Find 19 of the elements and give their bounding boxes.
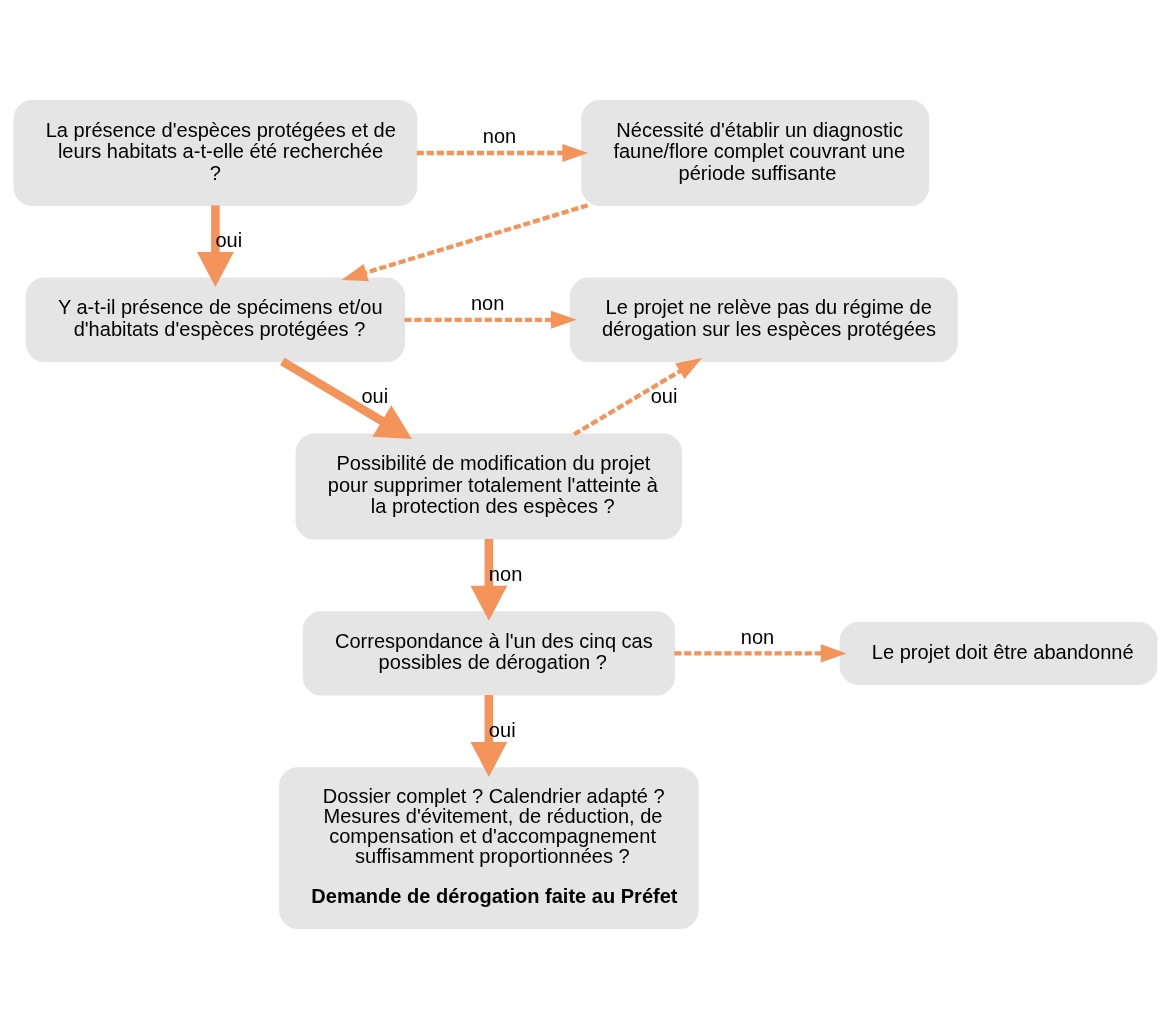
edge-label: non: [482, 124, 517, 147]
node-box: Nécessité d'établir un diagnostic faune/flore complet couvrant une période suffisante: [581, 99, 930, 206]
arrow: [573, 357, 703, 436]
node-box: Le projet doit être abandonné: [839, 621, 1158, 685]
node-box: Correspondance à l'un des cinq cas possibles de dérogation ?: [302, 610, 675, 696]
edge-label: non: [470, 291, 505, 314]
node-box: La présence d'espèces protégées et de leurs habitats a-t-elle été recherchée ?: [13, 99, 418, 206]
node-box: Possibilité de modification du projet pour supprimer totalement l'atteinte à la protection des espèces ?: [295, 433, 683, 540]
edge-label: non: [740, 625, 775, 648]
arrow: [341, 202, 589, 281]
arrow: [404, 310, 577, 329]
arrow: [280, 357, 412, 439]
edge-label: oui: [650, 384, 678, 407]
edge-label: oui: [361, 384, 389, 407]
node-box: Dossier complet ? Calendrier adapté ? Mesures d'évitement, de réduction, de compensation et d'accompagnement suffisamment proportionnées ? Demande de dérogation faite au Préfet: [279, 766, 699, 929]
arrow: [416, 143, 589, 162]
node-box: Le projet ne relève pas du régime de dérogation sur les espèces protégées: [569, 277, 958, 362]
node-box: Y a-t-il présence de spécimens et/ou d'habitats d'espèces protégées ?: [25, 277, 406, 362]
arrow: [674, 643, 847, 662]
